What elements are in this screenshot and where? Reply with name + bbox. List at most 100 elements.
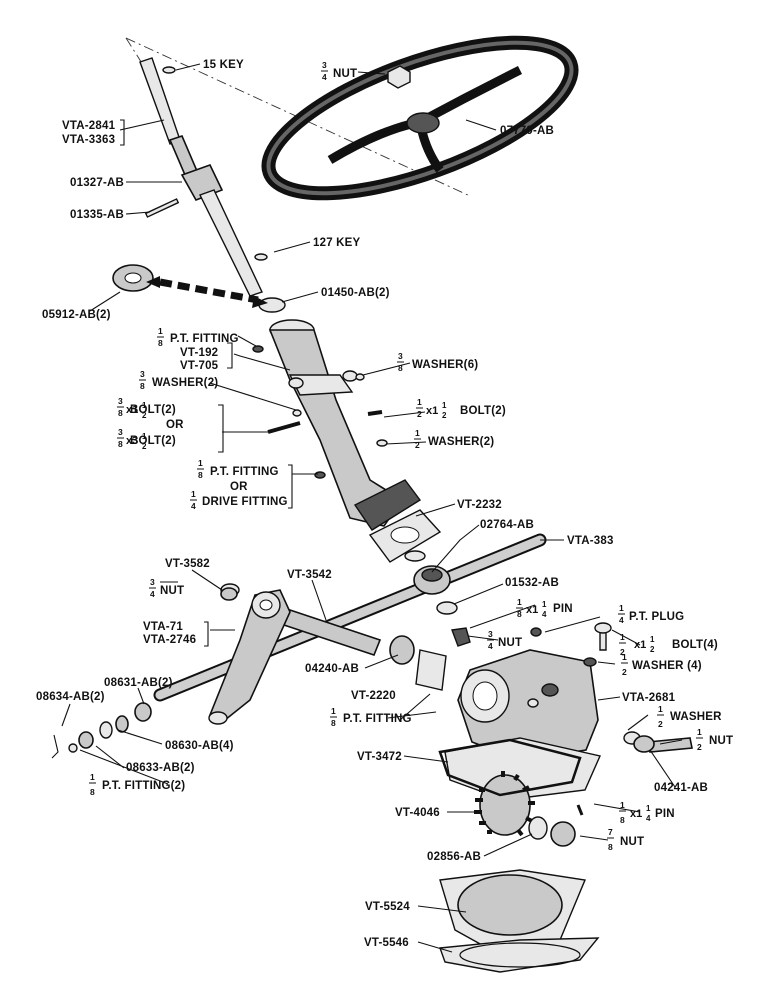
svg-text:1: 1 bbox=[620, 632, 625, 642]
label-vta3363: VTA-3363 bbox=[62, 134, 115, 146]
svg-text:x1: x1 bbox=[426, 405, 438, 417]
label-01327: 01327-AB bbox=[70, 177, 124, 189]
svg-text:1: 1 bbox=[198, 458, 203, 468]
label-bolt-12x112: BOLT(2) bbox=[460, 405, 506, 417]
label-pt-fitting-2: P.T. FITTING(2) bbox=[102, 780, 185, 792]
svg-text:1: 1 bbox=[331, 706, 336, 716]
svg-text:1: 1 bbox=[620, 800, 625, 810]
svg-text:3: 3 bbox=[118, 427, 123, 437]
svg-text:2: 2 bbox=[697, 742, 702, 752]
svg-text:3: 3 bbox=[398, 351, 403, 361]
svg-text:3: 3 bbox=[140, 369, 145, 379]
label-08634: 08634-AB(2) bbox=[36, 691, 105, 703]
svg-text:1: 1 bbox=[658, 704, 663, 714]
label-washer-6: WASHER(6) bbox=[412, 359, 478, 371]
bearing-05912 bbox=[112, 264, 268, 308]
svg-text:8: 8 bbox=[118, 408, 123, 418]
label-02856: 02856-AB bbox=[427, 851, 481, 863]
top-nut-shape bbox=[387, 65, 411, 89]
label-vt4046: VT-4046 bbox=[395, 807, 440, 819]
label-pt-fitting-c: P.T. FITTING bbox=[343, 713, 412, 725]
label-vta383: VTA-383 bbox=[567, 535, 614, 547]
leader-lines bbox=[61, 63, 683, 953]
svg-text:3: 3 bbox=[118, 396, 123, 406]
label-drive-fitting: DRIVE FITTING bbox=[202, 496, 288, 508]
label-vta2681: VTA-2681 bbox=[622, 692, 676, 704]
steering-shaft bbox=[139, 57, 286, 313]
svg-text:1: 1 bbox=[417, 397, 422, 407]
steering-wheel-assembly bbox=[125, 35, 579, 201]
label-vt5546: VT-5546 bbox=[364, 937, 409, 949]
svg-text:2: 2 bbox=[622, 667, 627, 677]
svg-text:2: 2 bbox=[442, 411, 447, 420]
svg-text:3: 3 bbox=[488, 629, 493, 639]
svg-text:x1: x1 bbox=[630, 808, 642, 820]
label-or-1: OR bbox=[166, 419, 184, 431]
svg-text:3: 3 bbox=[322, 60, 327, 70]
svg-text:8: 8 bbox=[331, 718, 336, 728]
sector-shaft-and-arm bbox=[153, 533, 547, 725]
label-vta2841: VTA-2841 bbox=[62, 120, 116, 132]
label-bolt-4: BOLT(4) bbox=[672, 639, 718, 651]
label-vt3472: VT-3472 bbox=[357, 751, 402, 763]
label-127-key: 127 KEY bbox=[313, 237, 361, 249]
callout-labels: 15 KEY NUT VTA-2841 VTA-3363 07779-AB 01… bbox=[36, 59, 733, 949]
label-pin-a: PIN bbox=[553, 603, 573, 615]
svg-text:2: 2 bbox=[620, 647, 625, 657]
svg-text:2: 2 bbox=[650, 645, 655, 654]
label-04240: 04240-AB bbox=[305, 663, 359, 675]
svg-text:1: 1 bbox=[142, 401, 147, 410]
svg-text:8: 8 bbox=[140, 381, 145, 391]
svg-text:1: 1 bbox=[646, 804, 651, 813]
label-08633: 08633-AB(2) bbox=[126, 762, 195, 774]
bottom-covers bbox=[439, 869, 600, 973]
svg-text:4: 4 bbox=[542, 610, 547, 619]
label-vta2746: VTA-2746 bbox=[143, 634, 196, 646]
label-vt2220: VT-2220 bbox=[351, 690, 396, 702]
label-or-2: OR bbox=[230, 481, 248, 493]
svg-text:8: 8 bbox=[158, 338, 163, 348]
svg-text:x1: x1 bbox=[126, 404, 138, 416]
svg-text:3: 3 bbox=[150, 577, 155, 587]
fraction-marks: 34 18 38 38 38 38 12 12 18 14 34 18 14 3… bbox=[89, 60, 703, 852]
svg-text:4: 4 bbox=[619, 615, 624, 625]
label-pin-b: PIN bbox=[655, 808, 675, 820]
label-01450: 01450-AB(2) bbox=[321, 287, 390, 299]
svg-text:x1: x1 bbox=[634, 639, 646, 651]
svg-text:1: 1 bbox=[622, 652, 627, 662]
svg-text:1: 1 bbox=[619, 603, 624, 613]
label-nut-12: NUT bbox=[709, 735, 733, 747]
label-washer-4: WASHER (4) bbox=[632, 660, 702, 672]
svg-text:1: 1 bbox=[191, 489, 196, 499]
svg-text:1: 1 bbox=[158, 326, 163, 336]
svg-text:8: 8 bbox=[90, 787, 95, 797]
svg-text:4: 4 bbox=[191, 501, 196, 511]
label-bolt-38x112: BOLT(2) bbox=[130, 404, 176, 416]
svg-text:2: 2 bbox=[142, 411, 147, 420]
svg-text:1: 1 bbox=[90, 772, 95, 782]
label-pt-fitting-b: P.T. FITTING bbox=[210, 466, 279, 478]
label-nut-78: NUT bbox=[620, 836, 644, 848]
svg-text:2: 2 bbox=[417, 409, 422, 419]
label-nut-low: NUT bbox=[498, 637, 522, 649]
label-05912: 05912-AB(2) bbox=[42, 309, 111, 321]
label-08631: 08631-AB(2) bbox=[104, 677, 173, 689]
sector-gear bbox=[474, 771, 576, 847]
label-vt2232: VT-2232 bbox=[457, 499, 502, 511]
svg-text:x3: x3 bbox=[126, 435, 138, 447]
svg-text:1: 1 bbox=[517, 597, 522, 607]
label-pt-fitting-a: P.T. FITTING bbox=[170, 333, 239, 345]
svg-text:8: 8 bbox=[608, 842, 613, 852]
label-vt3542: VT-3542 bbox=[287, 569, 332, 581]
small-fittings-left bbox=[51, 587, 238, 759]
label-nut-top: NUT bbox=[333, 68, 357, 80]
svg-text:8: 8 bbox=[398, 363, 403, 373]
svg-text:4: 4 bbox=[488, 641, 493, 651]
svg-text:8: 8 bbox=[118, 439, 123, 449]
label-pt-plug: P.T. PLUG bbox=[629, 611, 684, 623]
label-01532: 01532-AB bbox=[505, 577, 559, 589]
label-nut-mid: NUT bbox=[160, 585, 184, 597]
label-vt705: VT-705 bbox=[180, 360, 219, 372]
